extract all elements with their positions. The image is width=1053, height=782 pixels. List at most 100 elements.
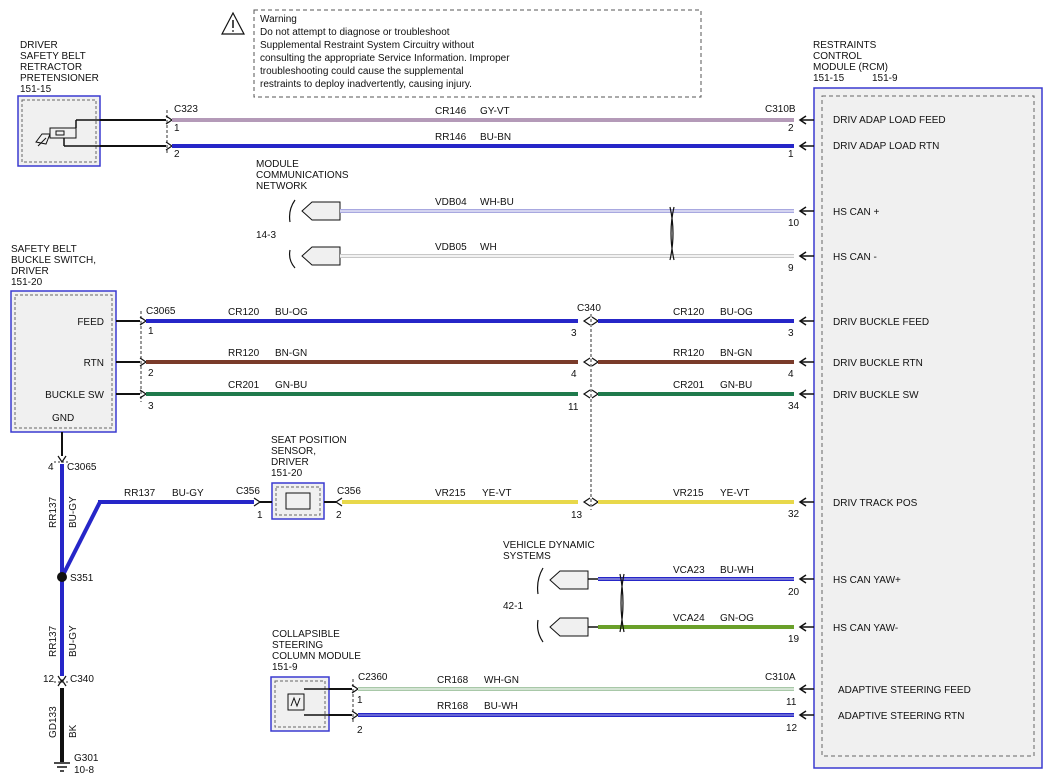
wire-color: GN-BU [720, 380, 752, 391]
mcn-label: MODULE [256, 159, 299, 170]
circuit-id: CR120 [673, 307, 705, 318]
rcm-pin-label: ADAPTIVE STEERING FEED [838, 685, 971, 696]
steering-module-component[interactable]: COLLAPSIBLE STEERING COLUMN MODULE 151-9 [270, 629, 361, 732]
buckle-pin-label: FEED [77, 317, 104, 328]
circuit-id: CR120 [228, 307, 260, 318]
connector-c340[interactable]: C340 3 4 11 13 [568, 303, 601, 521]
circuit-id: VR215 [673, 488, 704, 499]
seat-sensor-component[interactable]: SEAT POSITION SENSOR, DRIVER 151-20 [271, 435, 347, 520]
sensor-icon [285, 492, 311, 510]
buckle-pin-label: BUCKLE SW [45, 390, 104, 401]
wire-color: BU-WH [720, 565, 754, 576]
rcm-module[interactable]: RESTRAINTS CONTROL MODULE (RCM) 151-15 1… [798, 40, 1043, 769]
warning-line: consulting the appropriate Service Infor… [260, 53, 510, 64]
vds-component[interactable]: VEHICLE DYNAMIC SYSTEMS 42-1 [503, 540, 595, 643]
wire-cr146[interactable]: CR146 GY-VT [172, 106, 794, 122]
rcm-pin-label: DRIV TRACK POS [833, 498, 918, 509]
circuit-id: RR137 [124, 488, 156, 499]
ground-g301[interactable]: G301 10-8 [54, 753, 99, 776]
connector-label: C3065 [67, 462, 97, 473]
circuit-id: VCA24 [673, 613, 705, 624]
mcn-ref: 14-3 [256, 230, 276, 241]
wire-cr168[interactable]: CR168 WH-GN [358, 675, 794, 691]
pretensioner-component[interactable]: DRIVER SAFETY BELT RETRACTOR PRETENSIONE… [17, 40, 101, 167]
wire-cr120[interactable]: CR120 BU-OG [146, 307, 578, 323]
ground-label: G301 [74, 753, 99, 764]
connector-c3065-gnd[interactable]: 4 C3065 [48, 455, 97, 473]
wire-color: BU-OG [275, 307, 308, 318]
wire-rr137[interactable]: RR137 BU-GY RR137 BU-GY RR137 BU-GY [48, 464, 254, 676]
wire-cr120-rcm[interactable]: CR120 BU-OG [598, 307, 794, 323]
warning-line: restraints to deploy inadvertently, caus… [260, 79, 472, 90]
twisted-pair-icon [669, 206, 675, 261]
wire-vca24[interactable]: VCA24 GN-OG [598, 613, 794, 629]
wire-rr120[interactable]: RR120 BN-GN [146, 348, 578, 364]
splice-s351[interactable]: S351 [57, 572, 94, 584]
pin-number: 10 [788, 218, 800, 229]
pin-number: 11 [568, 402, 579, 413]
pin-number: 32 [788, 509, 800, 520]
circuit-id: VCA23 [673, 565, 705, 576]
wire-cr201[interactable]: CR201 GN-BU [146, 380, 578, 396]
pin-number: 1 [788, 149, 794, 160]
seat-sensor-ref: 151-20 [271, 468, 303, 479]
buckle-switch-ref: 151-20 [11, 277, 43, 288]
wire-rr168[interactable]: RR168 BU-WH [358, 701, 794, 717]
wire-rr146[interactable]: RR146 BU-BN [172, 132, 794, 148]
rcm-label: MODULE (RCM) [813, 62, 888, 73]
pin-number: 20 [788, 587, 800, 598]
circuit-id: GD133 [48, 706, 59, 738]
rcm-box [813, 87, 1043, 769]
rcm-inner-box [821, 95, 1035, 757]
connector-c2360[interactable]: C2360 1 2 [351, 672, 388, 736]
rcm-pin-label: HS CAN YAW- [833, 623, 898, 634]
wire-vr215[interactable]: VR215 YE-VT VR215 YE-VT [342, 488, 794, 504]
buckle-pin-label: RTN [84, 358, 104, 369]
warning-line: Do not attempt to diagnose or troublesho… [260, 27, 450, 38]
circuit-id: RR146 [435, 132, 467, 143]
wire-vdb04[interactable]: VDB04 WH-BU [340, 197, 794, 213]
pin-number: 3 [148, 401, 154, 412]
rcm-pin-label: DRIV BUCKLE RTN [833, 358, 923, 369]
wire-gd133[interactable]: GD133 BK [48, 688, 79, 762]
wire-color: BN-GN [275, 348, 307, 359]
mcn-label: COMMUNICATIONS [256, 170, 349, 181]
wire-vca23[interactable]: VCA23 BU-WH [598, 565, 794, 581]
rcm-pin-label: DRIV ADAP LOAD FEED [833, 115, 946, 126]
connector-c340-gnd[interactable]: 12 C340 [43, 674, 94, 687]
circuit-id: VDB05 [435, 242, 467, 253]
wire-color: BN-GN [720, 348, 752, 359]
rcm-pin-label: HS CAN YAW+ [833, 575, 901, 586]
wire-color: GN-BU [275, 380, 307, 391]
mcn-label: NETWORK [256, 181, 307, 192]
pin-number: 11 [786, 697, 797, 708]
connector-c356-right[interactable]: C356 2 [324, 486, 361, 521]
wire-color: BU-OG [720, 307, 753, 318]
mcn-component[interactable]: MODULE COMMUNICATIONS NETWORK 14-3 [256, 159, 349, 269]
wire-color: YE-VT [720, 488, 749, 499]
pin-number: 2 [148, 368, 154, 379]
pin-number: 2 [788, 123, 794, 134]
connector-label: C310B [765, 104, 796, 115]
warning-line: Warning [260, 14, 297, 25]
pin-number: 4 [48, 462, 54, 473]
connector-c310a[interactable]: C310A 11 12 [765, 672, 798, 734]
rcm-pin-label: HS CAN + [833, 207, 880, 218]
network-connector-icon [301, 246, 341, 266]
rcm-pin-label: DRIV BUCKLE FEED [833, 317, 929, 328]
pin-number: 1 [174, 123, 180, 134]
vds-label: VEHICLE DYNAMIC [503, 540, 595, 551]
seat-sensor-label: DRIVER [271, 457, 309, 468]
connector-c323[interactable]: C323 1 2 [165, 104, 198, 160]
wire-cr201-rcm[interactable]: CR201 GN-BU [598, 380, 794, 396]
circuit-id: CR201 [673, 380, 705, 391]
wire-vdb05[interactable]: VDB05 WH [340, 242, 794, 258]
wire-rr120-rcm[interactable]: RR120 BN-GN [598, 348, 794, 364]
connector-c356-left[interactable]: C356 1 [236, 486, 272, 521]
connector-label: C2360 [358, 672, 388, 683]
connector-c310b[interactable]: C310B 2 1 [765, 104, 796, 160]
wire-color: BU-GY [172, 488, 204, 499]
buckle-switch-component[interactable]: SAFETY BELT BUCKLE SWITCH, DRIVER 151-20… [10, 244, 117, 433]
bracket-icon [288, 199, 296, 269]
pin-number: 1 [357, 695, 363, 706]
